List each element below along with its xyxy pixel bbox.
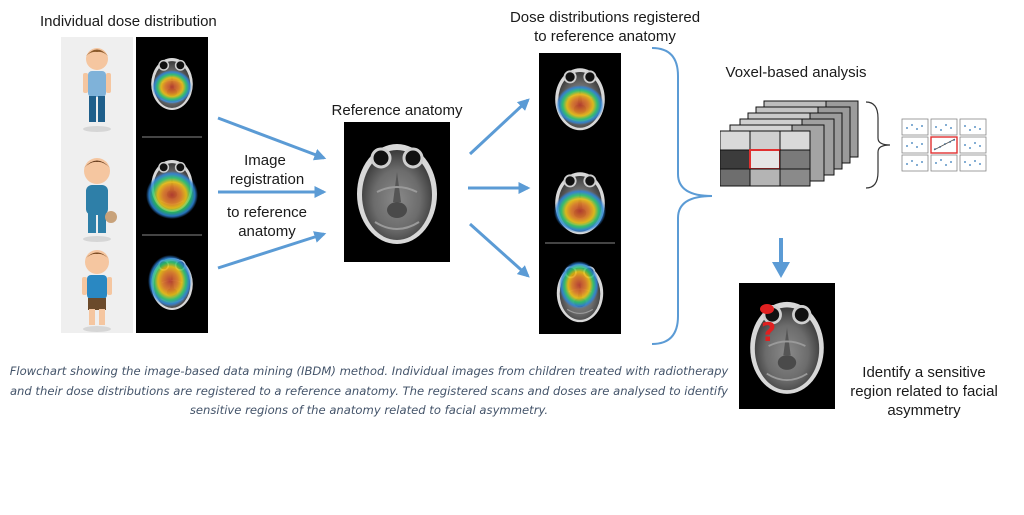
registered-scans (539, 53, 621, 334)
output-arrows (468, 98, 531, 278)
individual-dose-title: Individual dose distribution (40, 13, 217, 30)
individual-scans (136, 37, 208, 333)
figure-caption: Flowchart showing the image-based data m… (9, 364, 729, 417)
scatter-plot-grid (901, 118, 987, 172)
image-registration-label: Image registration (230, 152, 305, 188)
sensitive-region-image: ? (739, 283, 835, 409)
voxel-analysis-title: Voxel-based analysis (725, 64, 867, 81)
reference-anatomy-title: Reference anatomy (331, 102, 463, 119)
question-mark: ? (761, 318, 776, 348)
registration-arrows (217, 116, 327, 270)
children-panel (61, 37, 133, 333)
reference-anatomy-image (344, 122, 450, 262)
dose-registered-title: Dose distributions registered to referen… (509, 9, 701, 45)
grouping-brace (651, 47, 713, 345)
down-arrow (772, 238, 790, 278)
to-reference-label: to reference anatomy (226, 204, 308, 240)
sensitive-region-marker (760, 304, 774, 314)
analysis-brace (865, 101, 891, 189)
voxel-grid-stack (720, 100, 859, 187)
identify-region-label: Identify a sensitive region related to f… (850, 364, 998, 419)
